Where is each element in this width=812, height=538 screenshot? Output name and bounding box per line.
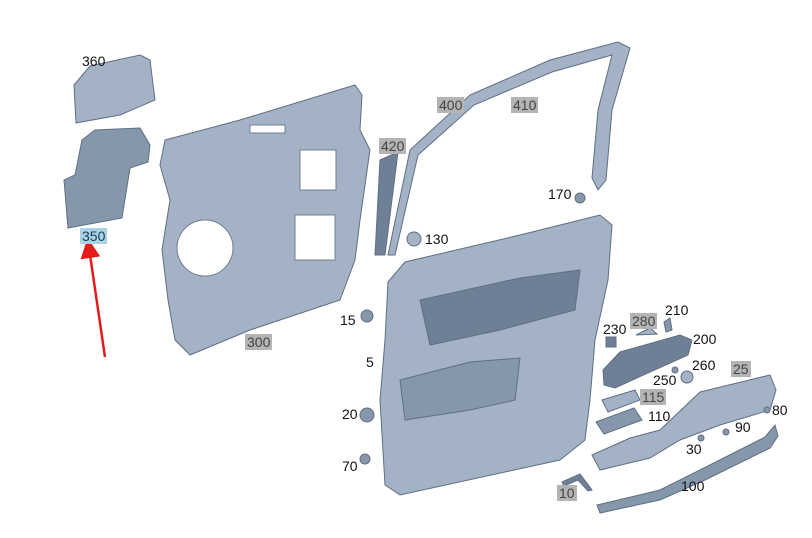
part-210[interactable] (663, 317, 673, 333)
label-80[interactable]: 80 (772, 402, 788, 418)
part-360[interactable] (73, 54, 156, 124)
label-260[interactable]: 260 (692, 357, 716, 373)
part-420[interactable] (374, 151, 399, 256)
part-170[interactable] (574, 192, 586, 204)
label-5[interactable]: 5 (366, 354, 374, 370)
part-230[interactable] (605, 336, 617, 348)
part-250[interactable] (671, 366, 679, 374)
part-90[interactable] (722, 428, 730, 436)
part-200[interactable] (602, 334, 693, 389)
part-280[interactable] (635, 327, 659, 336)
part-100[interactable] (596, 423, 779, 514)
label-100[interactable]: 100 (681, 478, 705, 494)
label-360[interactable]: 360 (82, 53, 106, 69)
label-90[interactable]: 90 (735, 419, 751, 435)
label-130[interactable]: 130 (425, 231, 449, 247)
label-230[interactable]: 230 (603, 321, 627, 337)
part-260[interactable] (680, 370, 694, 384)
part-25[interactable] (591, 374, 777, 471)
label-25[interactable]: 25 (731, 361, 751, 377)
label-110[interactable]: 110 (648, 408, 671, 424)
label-70[interactable]: 70 (342, 458, 358, 474)
label-350[interactable]: 350 (80, 228, 108, 244)
part-15[interactable] (360, 309, 374, 323)
part-400[interactable] (387, 41, 631, 256)
part-110[interactable] (595, 407, 643, 435)
label-200[interactable]: 200 (693, 331, 717, 347)
part-30[interactable] (697, 434, 705, 442)
part-20[interactable] (359, 407, 375, 423)
label-280[interactable]: 280 (630, 313, 658, 329)
label-170[interactable]: 170 (548, 186, 572, 202)
label-30[interactable]: 30 (686, 441, 702, 457)
label-400[interactable]: 400 (437, 97, 465, 113)
part-5[interactable] (379, 214, 613, 496)
label-115[interactable]: 115 (640, 389, 667, 405)
label-250[interactable]: 250 (653, 372, 677, 388)
part-130[interactable] (406, 231, 422, 247)
label-20[interactable]: 20 (342, 406, 358, 422)
part-80[interactable] (763, 406, 771, 414)
part-350[interactable] (63, 127, 151, 229)
label-210[interactable]: 210 (665, 302, 689, 318)
label-420[interactable]: 420 (379, 138, 407, 154)
label-10[interactable]: 10 (557, 485, 577, 501)
label-15[interactable]: 15 (340, 312, 356, 328)
part-70[interactable] (359, 453, 371, 465)
label-410[interactable]: 410 (511, 97, 539, 113)
selection-arrow (80, 238, 107, 358)
label-300[interactable]: 300 (245, 334, 273, 350)
